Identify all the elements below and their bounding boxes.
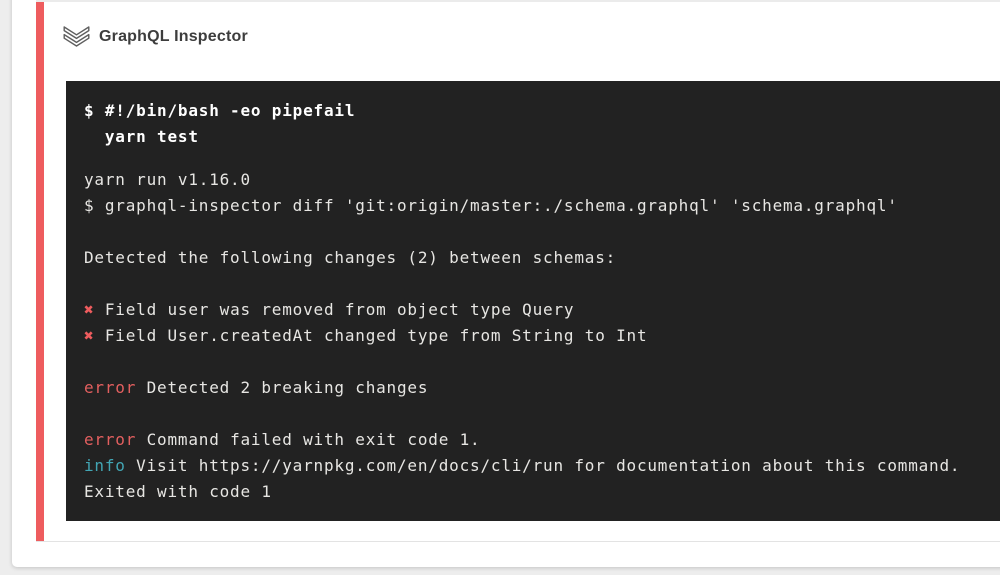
terminal-command-block: $ #!/bin/bash -eo pipefail yarn test xyxy=(84,98,982,150)
chevron-double-down-icon xyxy=(63,26,90,47)
info-prefix: info xyxy=(84,456,126,475)
breaking-change-x-icon: ✖ xyxy=(84,300,95,319)
terminal-line: error Detected 2 breaking changes xyxy=(84,378,429,397)
step-title: GraphQL Inspector xyxy=(99,27,248,45)
terminal-line xyxy=(84,219,982,245)
step-divider-bottom xyxy=(36,541,1000,542)
terminal-line xyxy=(84,349,982,375)
step-header[interactable]: GraphQL Inspector xyxy=(63,26,248,47)
error-prefix: error xyxy=(84,430,137,449)
terminal-line: yarn run v1.16.0 xyxy=(84,170,251,189)
terminal-line xyxy=(84,401,982,427)
terminal-line: info Visit https://yarnpkg.com/en/docs/c… xyxy=(84,456,961,475)
breaking-change-x-icon: ✖ xyxy=(84,326,95,345)
terminal-line xyxy=(84,271,982,297)
terminal-line: $ graphql-inspector diff 'git:origin/mas… xyxy=(84,196,898,215)
step-divider-top xyxy=(36,0,1000,2)
failed-step-indicator-bar xyxy=(36,2,44,541)
error-prefix: error xyxy=(84,378,137,397)
terminal-line: ✖ Field User.createdAt changed type from… xyxy=(84,326,648,345)
terminal-line: Detected the following changes (2) betwe… xyxy=(84,248,617,267)
terminal-output-panel: $ #!/bin/bash -eo pipefail yarn test yar… xyxy=(66,81,1000,521)
terminal-line: $ #!/bin/bash -eo pipefail xyxy=(84,101,356,120)
terminal-line: Exited with code 1 xyxy=(84,482,272,501)
terminal-line: error Command failed with exit code 1. xyxy=(84,430,481,449)
terminal-line: yarn test xyxy=(84,127,199,146)
terminal-line: ✖ Field user was removed from object typ… xyxy=(84,300,575,319)
terminal-output-block: yarn run v1.16.0 $ graphql-inspector diff… xyxy=(84,167,982,505)
